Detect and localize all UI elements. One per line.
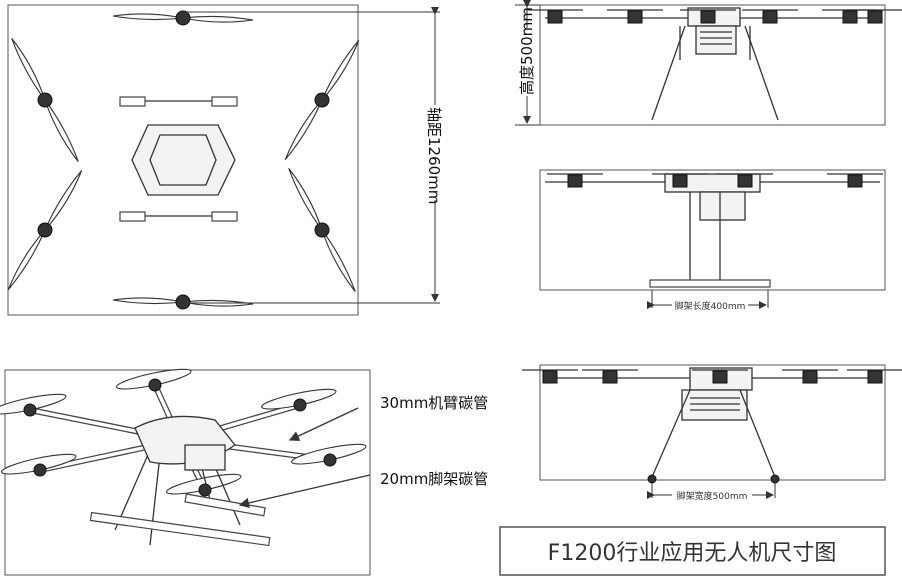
motor <box>567 174 583 188</box>
motor <box>314 222 330 238</box>
motor <box>762 10 778 24</box>
motor <box>23 403 37 417</box>
title-box: F1200行业应用无人机尺寸图 <box>499 526 886 576</box>
motor <box>602 370 618 384</box>
motor <box>37 92 53 108</box>
propeller <box>112 294 254 310</box>
height-label: 高度500mm <box>518 7 536 95</box>
motor <box>547 10 563 24</box>
propeller <box>7 170 83 290</box>
motor <box>867 370 883 384</box>
motor <box>33 463 47 477</box>
arm-tube-label: 30mm机臂碳管 <box>380 394 488 412</box>
motor <box>293 398 307 412</box>
top-view-frame <box>7 4 359 316</box>
motor <box>323 453 337 467</box>
motor <box>175 10 191 26</box>
side-view-skid-length: 脚架长度400mm <box>539 169 886 312</box>
motor <box>842 10 858 24</box>
motor <box>627 10 643 24</box>
propeller <box>284 40 360 160</box>
propeller <box>11 38 79 162</box>
perspective-view: 30mm机臂碳管 20mm脚架碳管 <box>0 368 488 576</box>
skid-length-label: 脚架长度400mm <box>675 300 746 312</box>
side-view-height: 高度500mm <box>515 0 902 126</box>
wheelbase-label: 轴距1260mm <box>425 107 443 204</box>
propeller <box>288 168 356 292</box>
motor <box>314 92 330 108</box>
motor <box>37 222 53 238</box>
motor <box>542 370 558 384</box>
motor <box>175 294 191 310</box>
motor <box>802 370 818 384</box>
skid-width-label: 脚架宽度500mm <box>677 490 748 502</box>
motor <box>148 378 162 392</box>
motor <box>867 10 883 24</box>
motor <box>737 174 753 188</box>
leg-tube-label: 20mm脚架碳管 <box>380 470 488 488</box>
front-view-skid-width: 脚架宽度500mm <box>522 364 902 502</box>
top-view: 轴距1260mm <box>7 4 443 316</box>
motor <box>700 10 716 24</box>
motor <box>672 174 688 188</box>
propeller <box>112 10 254 26</box>
motor <box>847 174 863 188</box>
diagram-title: F1200行业应用无人机尺寸图 <box>548 541 837 566</box>
motor <box>712 370 728 384</box>
